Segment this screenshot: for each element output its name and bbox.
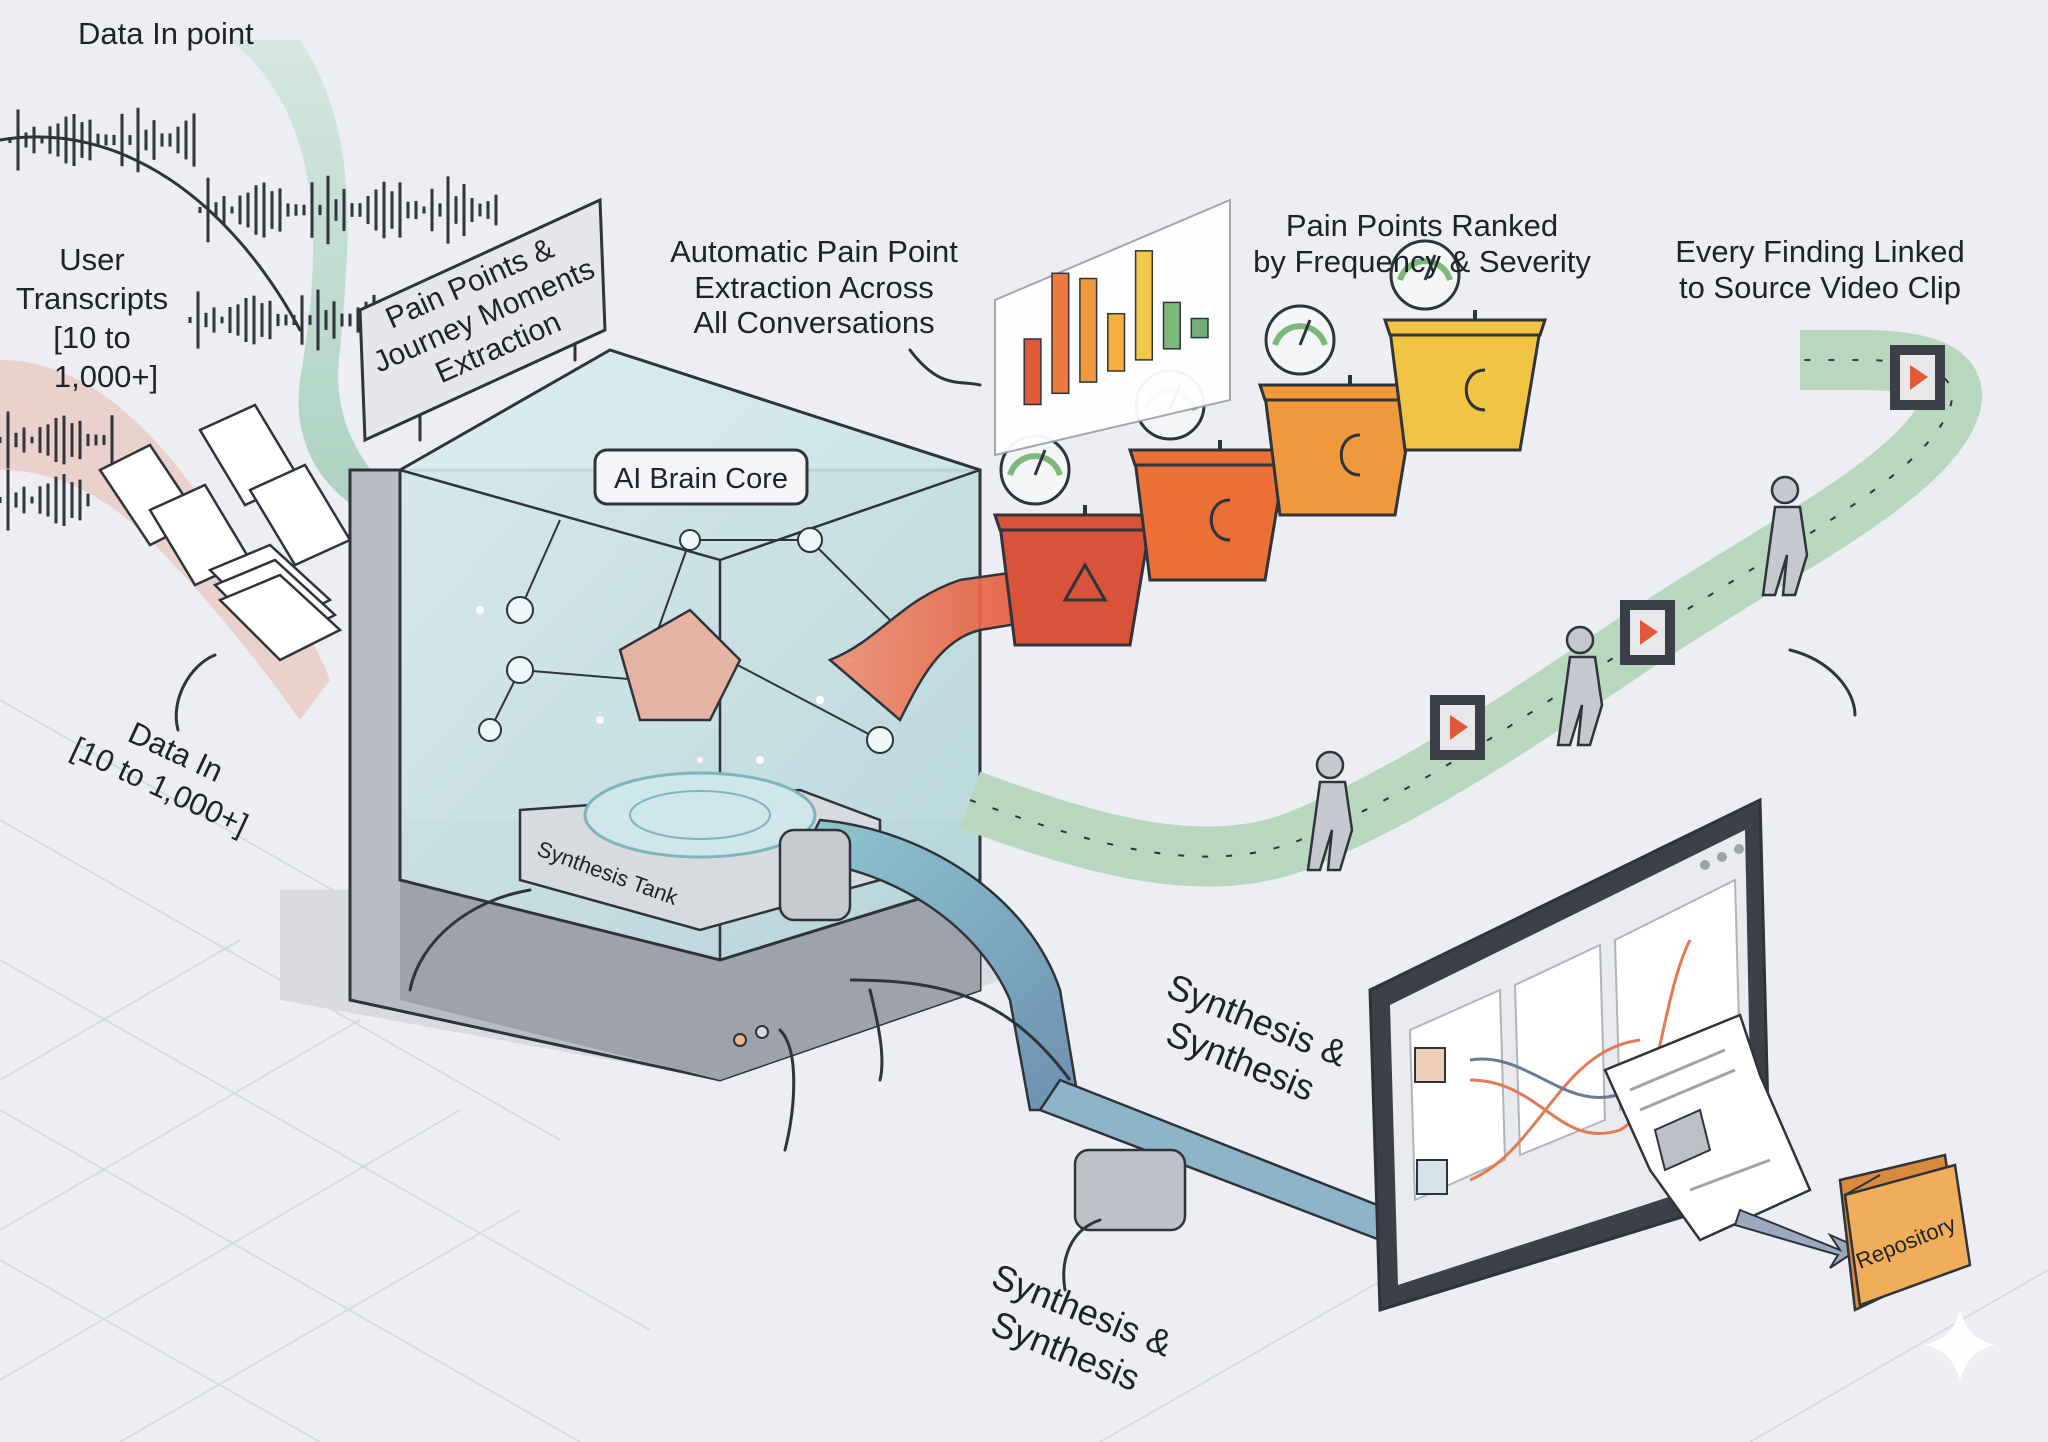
bucket-glyph: [1339, 433, 1361, 477]
severity-bar: [1134, 250, 1154, 361]
label-linked: Every Finding Linked to Source Video Cli…: [1675, 234, 1965, 305]
severity-bar: [1051, 272, 1070, 395]
svg-text:Extraction Across: Extraction Across: [694, 270, 933, 305]
ranked-bucket: [992, 434, 1158, 647]
ranked-buckets: [992, 239, 1548, 647]
synthesis-machine: [280, 348, 1000, 1082]
label-user-transcripts: User Transcripts [10 to 1,000+]: [16, 242, 168, 394]
svg-text:1,000+]: 1,000+]: [54, 359, 158, 394]
svg-text:[10 to: [10 to: [53, 320, 131, 355]
dashboard-monitor: [1368, 797, 1863, 1313]
outflow-pipes: [778, 568, 1392, 1242]
gauge-icon: [999, 434, 1071, 506]
label-synthesis-a: Synthesis & Synthesis: [1161, 965, 1353, 1109]
label-synthesis-b: Synthesis & Synthesis: [986, 1255, 1178, 1399]
svg-text:All Conversations: All Conversations: [693, 305, 934, 340]
svg-text:to Source Video Clip: to Source Video Clip: [1679, 270, 1961, 305]
leader-lines: [174, 348, 1857, 1292]
severity-bar: [1190, 317, 1209, 339]
bucket-glyph: [1464, 368, 1486, 412]
severity-bar: [1079, 277, 1098, 383]
gauge-icon: [1264, 304, 1336, 376]
label-data-in: Data In [10 to 1,000+]: [66, 715, 253, 843]
label-ai-brain-core: AI Brain Core: [593, 448, 809, 506]
gauge-icon: [1389, 239, 1461, 311]
extraction-sign: [358, 197, 607, 443]
severity-chart-panel: [994, 198, 1231, 457]
bucket-glyph: [1209, 498, 1231, 542]
label-extraction: Automatic Pain Point Extraction Across A…: [670, 234, 958, 340]
warning-icon: [1062, 561, 1108, 602]
transcript-documents: [98, 403, 352, 662]
severity-bar: [1023, 338, 1042, 406]
svg-text:AI Brain Core: AI Brain Core: [614, 463, 788, 495]
walking-figures: [1306, 475, 1809, 872]
svg-text:Automatic Pain Point: Automatic Pain Point: [670, 234, 958, 269]
severity-bar: [1107, 312, 1126, 372]
ranked-bucket: [1257, 304, 1423, 517]
svg-text:by Frequency & Severity: by Frequency & Severity: [1253, 244, 1591, 279]
svg-text:Transcripts: Transcripts: [16, 281, 168, 316]
floor-grid: [0, 699, 2048, 1442]
video-clip-icon: [1890, 345, 1945, 410]
severity-bars: [1023, 250, 1209, 406]
ranked-bucket: [1382, 239, 1548, 452]
label-ranked: Pain Points Ranked by Frequency & Severi…: [1253, 208, 1591, 279]
repository-folder: [1838, 1153, 1972, 1312]
video-clip-icon: [1430, 695, 1485, 760]
video-clip-badges: [1430, 345, 1945, 760]
audio-stream: [0, 40, 498, 720]
severity-bar: [1162, 301, 1181, 350]
svg-text:Data In point: Data In point: [78, 16, 254, 51]
sparkle-icon: [1925, 1310, 1995, 1380]
label-data-in-point: Data In point: [78, 16, 254, 51]
svg-text:User: User: [59, 242, 124, 277]
video-clip-icon: [1620, 600, 1675, 665]
svg-text:Every Finding Linked: Every Finding Linked: [1675, 234, 1965, 269]
svg-text:Pain Points Ranked: Pain Points Ranked: [1286, 208, 1558, 243]
